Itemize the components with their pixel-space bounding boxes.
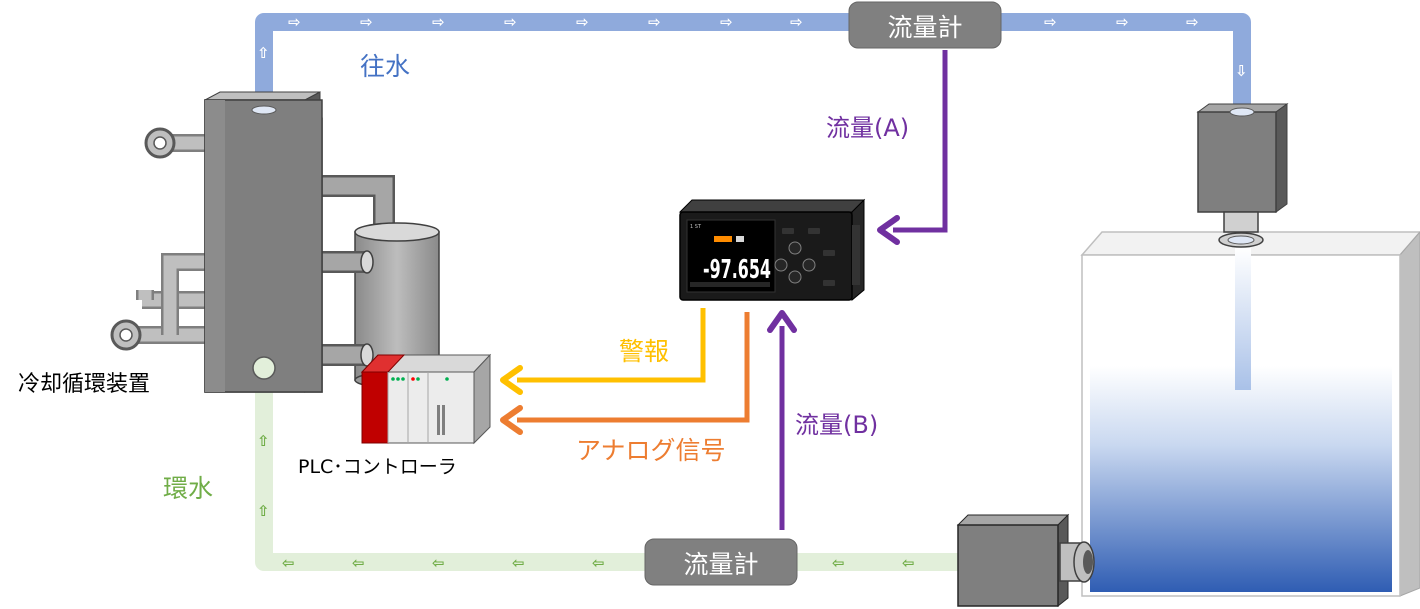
plc-red-module (361, 371, 389, 444)
analog-signal-label: アナログ信号 (576, 436, 726, 465)
arrow-left-icon: ⇦ (512, 554, 525, 572)
water-tank (1080, 231, 1420, 597)
arrow-right-icon: ⇨ (360, 13, 373, 31)
bottom-pump-unit (956, 513, 1095, 608)
return-flow-arrows: ⇦ ⇦ ⇦ ⇦ ⇦ ⇦ ⇦ ⇧ ⇧ (257, 432, 915, 572)
arrow-left-icon: ⇦ (902, 554, 915, 572)
arrow-right-icon: ⇨ (432, 13, 445, 31)
arrow-left-icon: ⇦ (432, 554, 445, 572)
arrow-up-icon: ⇧ (257, 502, 270, 520)
arrow-right-icon: ⇨ (1044, 13, 1057, 31)
arrow-left-icon: ⇦ (282, 554, 295, 572)
flow-b-label: 流量(B) (795, 411, 878, 439)
flowmeter-top-label: 流量計 (887, 13, 962, 42)
analog-signal-line (500, 312, 750, 435)
arrow-right-icon: ⇨ (1116, 13, 1129, 31)
arrow-right-icon: ⇨ (720, 13, 733, 31)
flow-display-controller: 1 ST -97.654 (678, 198, 866, 302)
arrow-right-icon: ⇨ (576, 13, 589, 31)
arrow-left-icon: ⇦ (832, 554, 845, 572)
arrow-right-icon: ⇨ (790, 13, 803, 31)
flowmeter-bottom-label: 流量計 (683, 550, 758, 579)
arrow-down-icon: ⇩ (1235, 62, 1248, 80)
chiller-pipes (110, 127, 220, 351)
flow-a-label: 流量(A) (826, 114, 909, 142)
flowmeter-top: 流量計 (848, 1, 1002, 49)
display-value: -97.654 (703, 255, 771, 285)
tank-water (1090, 366, 1392, 592)
flow-b-signal-line (767, 310, 797, 530)
plc-unit (360, 353, 492, 445)
arrow-up-icon: ⇧ (257, 44, 270, 62)
plc-label: PLC･コントローラ (298, 456, 457, 478)
supply-pipe (255, 13, 1251, 112)
supply-flow-arrows: ⇨ ⇨ ⇨ ⇨ ⇨ ⇨ ⇨ ⇨ ⇨ ⇨ ⇨ ⇧ ⇩ (257, 13, 1248, 80)
chiller-label: 冷却循環装置 (18, 372, 150, 397)
arrow-up-icon: ⇧ (257, 432, 270, 450)
arrow-right-icon: ⇨ (1186, 13, 1199, 31)
flowmeter-bottom: 流量計 (644, 538, 798, 586)
alarm-label: 警報 (619, 337, 669, 366)
display-screen (686, 219, 776, 293)
return-water-label: 環水 (163, 474, 213, 503)
top-nozzle-unit (1196, 103, 1289, 248)
alarm-signal-line (500, 308, 706, 395)
flow-a-signal-line (877, 50, 948, 245)
supply-water-label: 往水 (360, 52, 410, 81)
arrow-left-icon: ⇦ (352, 554, 365, 572)
arrow-right-icon: ⇨ (504, 13, 517, 31)
arrow-left-icon: ⇦ (592, 554, 605, 572)
arrow-right-icon: ⇨ (648, 13, 661, 31)
water-stream (1235, 248, 1251, 390)
display-buttons (774, 228, 835, 286)
chiller-unit (110, 91, 440, 393)
arrow-right-icon: ⇨ (288, 13, 301, 31)
svg-text:1 ST: 1 ST (690, 224, 702, 230)
